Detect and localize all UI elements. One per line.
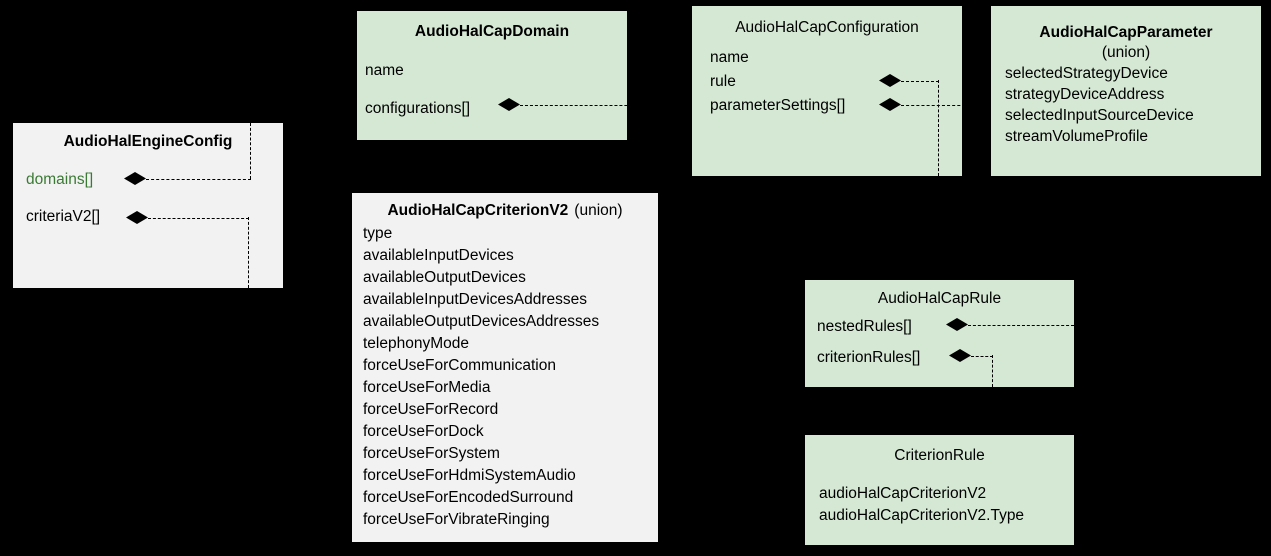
box-background-cap-domain [357,11,627,140]
box-background-cap-configuration [692,6,962,176]
field-selected-input-source-device: selectedInputSourceDevice [1005,107,1194,124]
class-box-audio-hal-cap-domain[interactable]: AudioHalCapDomain name configurations[] [357,11,627,140]
connector-rule-horizontal [901,80,939,82]
class-title-criterion-rule: CriterionRule [894,447,985,464]
class-title-text-criterion-v2: AudioHalCapCriterionV2 [387,202,569,219]
composition-diamond-configurations [498,98,520,111]
class-title-audio-hal-cap-parameter: AudioHalCapParameter [1039,24,1213,41]
connector-configurations-horizontal [520,104,692,106]
composition-diamond-rule [879,74,901,87]
class-title-audio-hal-cap-criterion-v2: AudioHalCapCriterionV2 (union) [352,201,658,220]
box-background-criterion-rule [805,435,1074,545]
field-available-input-devices-addresses: availableInputDevicesAddresses [363,291,588,308]
class-title-audio-hal-cap-rule: AudioHalCapRule [877,290,1002,307]
field-force-use-for-dock: forceUseForDock [363,423,484,440]
field-configurations: configurations[] [365,100,471,117]
field-force-use-for-vibrate-ringing: forceUseForVibrateRinging [363,511,550,528]
box-background-engine-config [13,123,283,288]
class-box-audio-hal-cap-configuration[interactable]: AudioHalCapConfiguration name rule param… [692,6,962,176]
field-parameter-settings: parameterSettings[] [710,97,846,114]
field-force-use-for-media: forceUseForMedia [363,379,491,396]
class-box-criterion-rule[interactable]: CriterionRule audioHalCapCriterionV2 aud… [805,435,1074,545]
field-force-use-for-system: forceUseForSystem [363,445,500,462]
field-stream-volume-profile: streamVolumeProfile [1005,128,1149,145]
class-box-audio-hal-cap-rule[interactable]: AudioHalCapRule nestedRules[] criterionR… [805,280,1074,387]
box-background-cap-rule [805,280,1074,387]
composition-diamond-parameter-settings [879,98,901,111]
connector-criterion-rules-vertical [992,355,993,387]
composition-diamond-domains [124,172,146,185]
field-force-use-for-record: forceUseForRecord [363,401,499,418]
class-title-audio-hal-cap-configuration: AudioHalCapConfiguration [735,19,919,36]
connector-domains-vertical [250,123,251,179]
composition-diamond-criteria-v2 [126,211,148,224]
class-subtitle-criterion-v2-union: (union) [574,202,623,219]
field-domains: domains[] [26,171,94,188]
field-available-output-devices-addresses: availableOutputDevicesAddresses [363,313,600,330]
field-name-cap-domain: name [365,62,404,79]
field-rule: rule [710,73,736,90]
composition-diamond-nested-rules [946,318,968,331]
field-criteria-v2: criteriaV2[] [26,208,101,225]
composition-diamond-criterion-rules [949,349,971,362]
connector-rule-vertical [938,80,939,176]
box-background-cap-parameter [991,6,1261,176]
field-nested-rules: nestedRules[] [817,318,912,335]
connector-domains-horizontal [146,178,251,180]
connector-nested-rules-horizontal [968,324,1074,326]
field-audio-hal-cap-criterion-v2-type: audioHalCapCriterionV2.Type [819,507,1025,524]
field-type: type [363,225,393,242]
class-title-audio-hal-engine-config: AudioHalEngineConfig [63,133,233,150]
connector-parameter-settings-horizontal [901,104,991,106]
class-subtitle-cap-parameter-union: (union) [1101,44,1151,61]
field-force-use-for-communication: forceUseForCommunication [363,357,556,374]
connector-criterion-rules-horizontal [971,355,993,357]
field-force-use-for-hdmi-system-audio: forceUseForHdmiSystemAudio [363,467,576,484]
connector-criteria-v2-vertical [248,217,249,288]
field-criterion-rules: criterionRules[] [817,349,921,366]
field-audio-hal-cap-criterion-v2: audioHalCapCriterionV2 [819,485,987,502]
class-box-audio-hal-cap-parameter[interactable]: AudioHalCapParameter (union) selectedStr… [991,6,1261,176]
class-box-audio-hal-engine-config[interactable]: AudioHalEngineConfig domains[] criteriaV… [13,123,283,288]
field-available-output-devices: availableOutputDevices [363,269,526,286]
field-available-input-devices: availableInputDevices [363,247,514,264]
field-force-use-for-encoded-surround: forceUseForEncodedSurround [363,489,574,506]
connector-criteria-v2-horizontal [148,217,249,219]
field-selected-strategy-device: selectedStrategyDevice [1005,65,1168,82]
field-name-cap-configuration: name [710,49,749,66]
field-strategy-device-address: strategyDeviceAddress [1005,86,1165,103]
field-telephony-mode: telephonyMode [363,335,469,352]
class-title-audio-hal-cap-domain: AudioHalCapDomain [414,23,570,40]
box-background-cap-criterion-v2 [352,193,658,542]
class-box-audio-hal-cap-criterion-v2[interactable]: AudioHalCapCriterionV2 (union) type avail… [352,193,658,542]
